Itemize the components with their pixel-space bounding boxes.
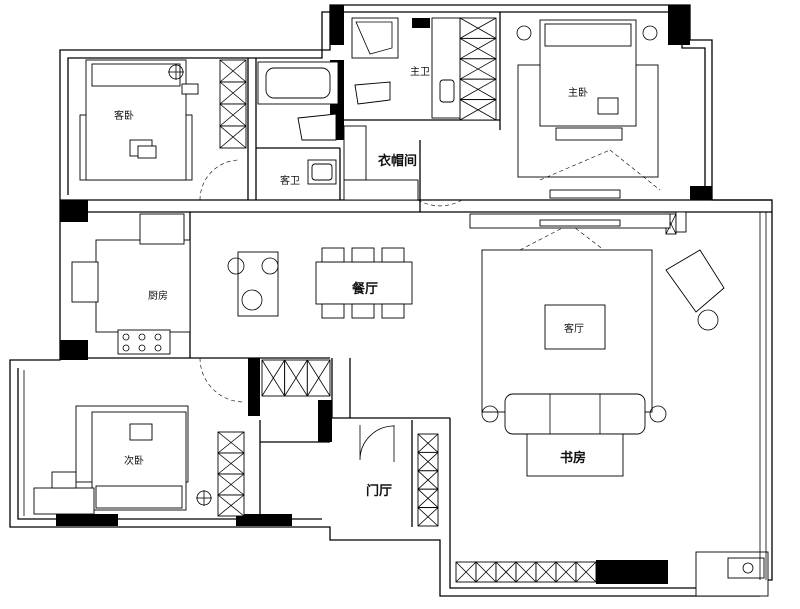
cabinet-cross — [515, 561, 537, 583]
cabinet-cross — [217, 494, 245, 517]
kitchen-fixtures — [71, 213, 191, 355]
cabinet-cross — [261, 359, 286, 397]
wall-columns — [56, 5, 712, 584]
label-master-bedroom: 主卧 — [568, 88, 588, 99]
label-second-bedroom: 次卧 — [124, 456, 144, 467]
living-furniture — [469, 211, 725, 477]
cabinet-cross — [417, 433, 439, 453]
cabinet-cross — [219, 125, 247, 149]
cabinet-cross — [459, 99, 497, 121]
cabinet-cross — [217, 431, 245, 454]
guest-bedroom-furniture — [79, 59, 199, 181]
cabinet-cross — [417, 488, 439, 508]
cabinet-cross — [535, 561, 557, 583]
cabinet-cross — [459, 17, 497, 39]
cabinet-cross — [284, 359, 308, 397]
master-bedroom-furniture — [516, 19, 661, 199]
appliance — [695, 551, 769, 597]
cabinet-cross — [459, 58, 497, 80]
cabinet-cross — [575, 561, 597, 583]
cabinet-cross — [417, 470, 439, 490]
cabinet-cross — [417, 507, 439, 527]
windows — [17, 48, 767, 580]
closet — [343, 125, 419, 201]
label-foyer: 门厅 — [366, 484, 393, 499]
cabinet-cross — [217, 452, 245, 475]
label-guest-bedroom: 客卧 — [114, 111, 134, 122]
cabinet-cross — [459, 78, 497, 100]
label-study: 书房 — [560, 451, 587, 466]
cabinet-cross — [219, 103, 247, 127]
label-living-room: 客厅 — [564, 324, 584, 335]
cabinet-cross — [555, 561, 577, 583]
cabinet-cross — [455, 561, 477, 583]
cabinet-cross — [219, 59, 247, 83]
label-walk-in-closet: 衣帽间 — [378, 154, 418, 169]
label-kitchen: 厨房 — [148, 291, 168, 302]
cabinets — [217, 17, 677, 583]
cabinet-cross — [306, 359, 331, 397]
label-guest-bath: 客卫 — [280, 176, 300, 187]
bathroom-fixtures — [257, 17, 461, 185]
cabinet-cross — [475, 561, 497, 583]
dining-furniture — [227, 247, 413, 319]
cabinet-cross — [459, 38, 497, 60]
doors — [199, 159, 463, 462]
label-master-bath: 主卫 — [410, 67, 430, 78]
second-bedroom-furniture — [33, 405, 212, 515]
cabinet-cross — [495, 561, 517, 583]
label-dining-room: 餐厅 — [352, 282, 379, 297]
cabinet-cross — [217, 473, 245, 496]
cabinet-cross — [219, 81, 247, 105]
cabinet-cross — [417, 452, 439, 472]
